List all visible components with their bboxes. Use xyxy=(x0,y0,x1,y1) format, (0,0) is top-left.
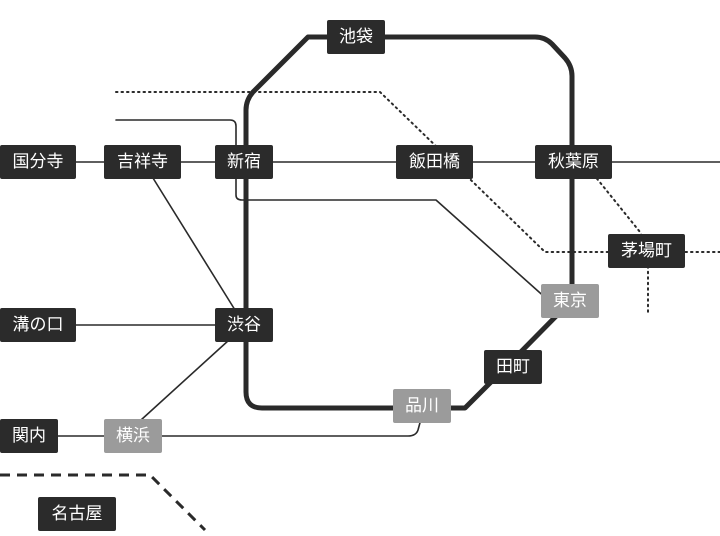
station-tokyo[interactable]: 東京 xyxy=(541,284,599,318)
station-akihabara[interactable]: 秋葉原 xyxy=(535,145,612,179)
loop-line xyxy=(243,34,575,411)
station-kokubunji[interactable]: 国分寺 xyxy=(0,145,76,179)
station-yokohama[interactable]: 横浜 xyxy=(104,419,162,453)
station-shinagawa[interactable]: 品川 xyxy=(393,389,451,423)
line-kichijoji-shibuya xyxy=(147,169,241,319)
station-kayabacho[interactable]: 茅場町 xyxy=(608,234,685,268)
station-iidabashi[interactable]: 飯田橋 xyxy=(396,145,473,179)
station-mizonokuchi[interactable]: 溝の口 xyxy=(0,308,76,342)
line-shibuya-yokohama xyxy=(129,329,241,431)
station-nagoya[interactable]: 名古屋 xyxy=(38,497,116,531)
line-kannai-shinagawa xyxy=(29,407,425,437)
line-shinjuku-tokyo xyxy=(115,119,549,301)
station-shibuya[interactable]: 渋谷 xyxy=(215,308,273,342)
station-kannai[interactable]: 関内 xyxy=(0,419,58,453)
station-tamachi[interactable]: 田町 xyxy=(484,350,542,384)
station-shinjuku[interactable]: 新宿 xyxy=(215,145,273,179)
station-ikebukuro[interactable]: 池袋 xyxy=(327,20,385,54)
station-kichijoji[interactable]: 吉祥寺 xyxy=(104,145,181,179)
